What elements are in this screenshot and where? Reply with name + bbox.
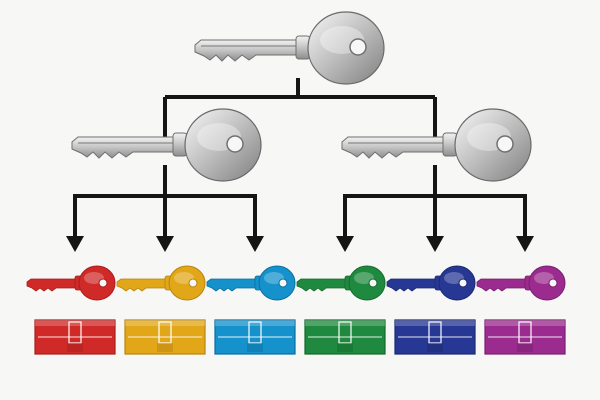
key-2-icon [116,265,206,301]
arrow-down-icon [66,236,84,252]
connector-grand-to-masters [163,78,437,145]
key-1-icon [26,265,116,301]
lock-cylinder-3-icon [214,319,296,355]
lock-cylinder-6-icon [484,319,566,355]
arrow-down-icon [336,236,354,252]
lock-cylinder-2-icon [124,319,206,355]
key-3-icon [206,265,296,301]
grand-master-key-icon [194,11,385,85]
master-key-2-icon [341,108,532,182]
arrow-down-icon [516,236,534,252]
lock-cylinder-1-icon [34,319,116,355]
arrow-down-icon [426,236,444,252]
arrow-down-icon [156,236,174,252]
arrow-down-icon [246,236,264,252]
key-4-icon [296,265,386,301]
lock-cylinder-4-icon [304,319,386,355]
silver-keys [71,11,532,182]
master-key-1-icon [71,108,262,182]
lock-cylinders [34,319,566,355]
key-5-icon [386,265,476,301]
key-6-icon [476,265,566,301]
lock-cylinder-5-icon [394,319,476,355]
connector-lines [66,78,534,252]
colored-keys [26,265,566,301]
